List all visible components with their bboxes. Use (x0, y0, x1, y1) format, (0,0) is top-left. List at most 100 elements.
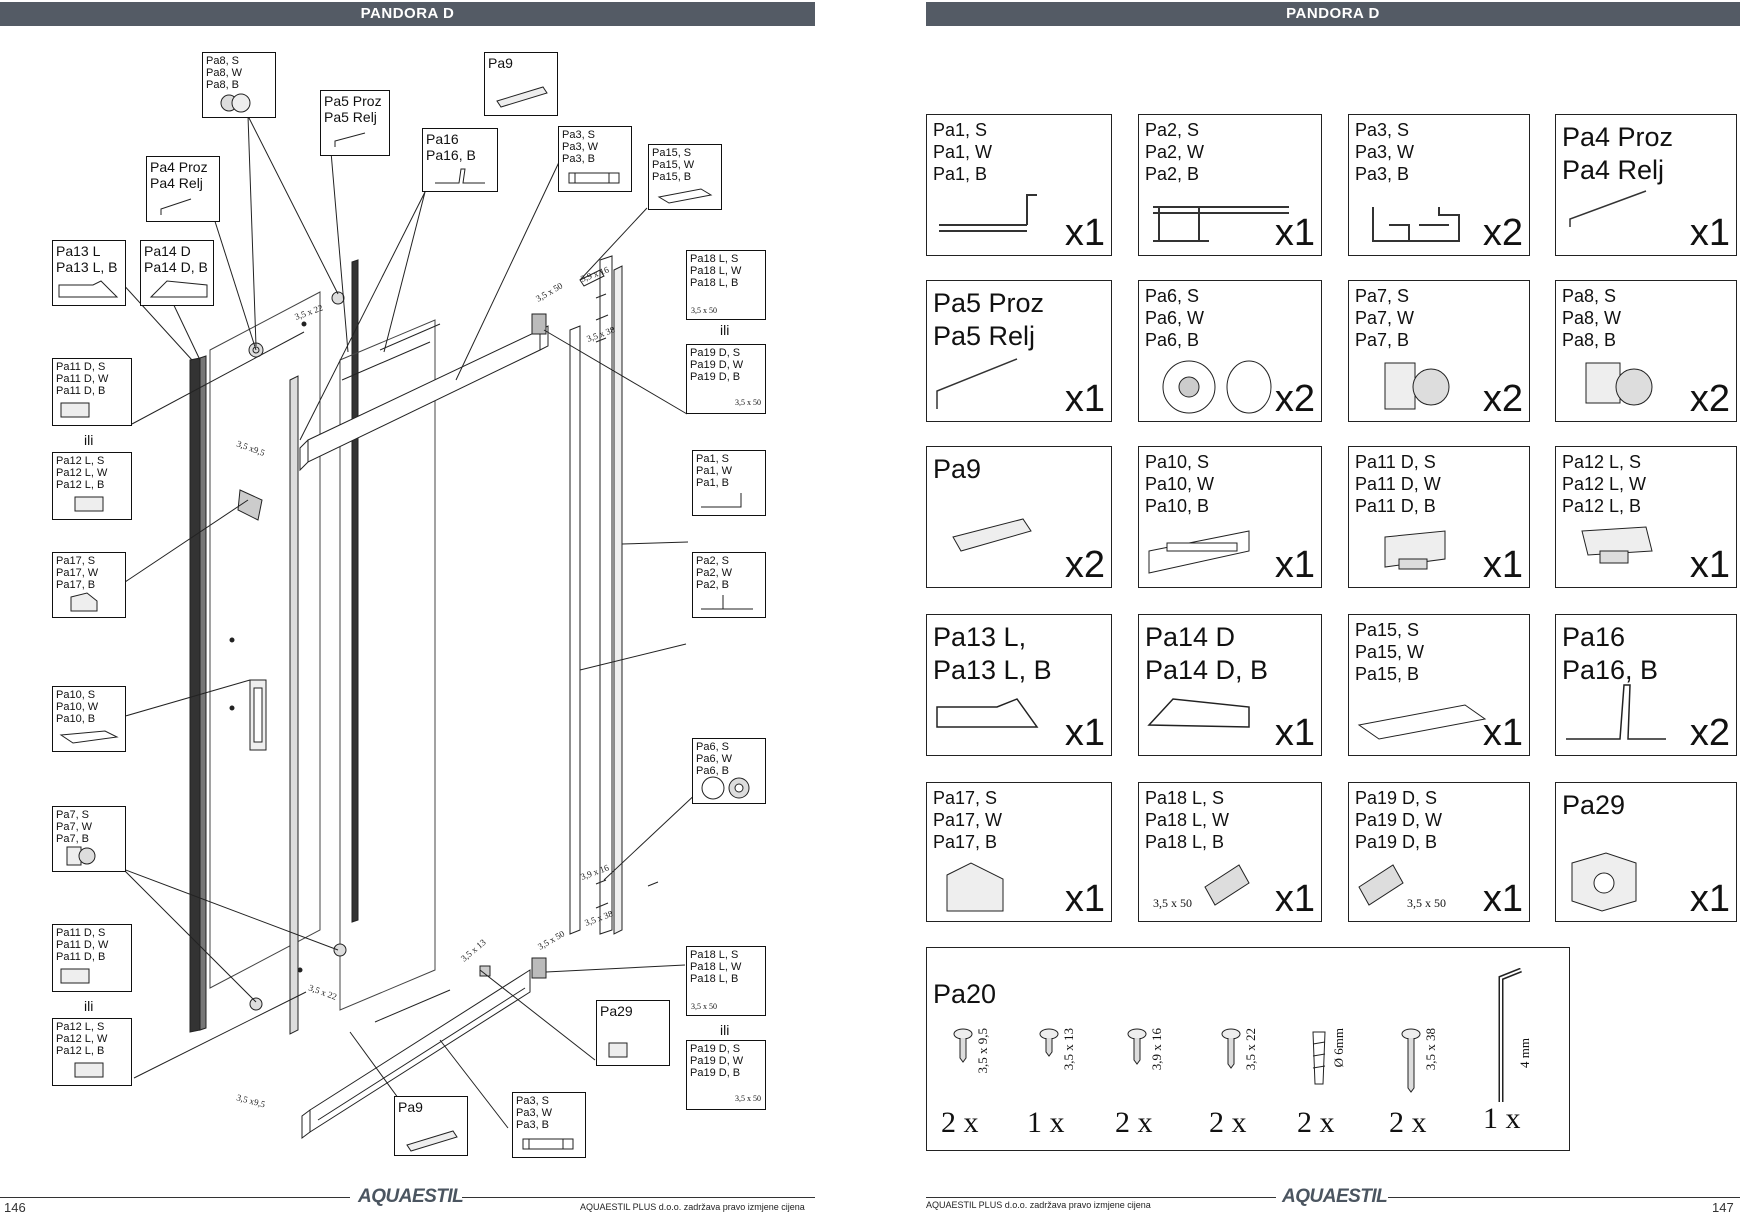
part-illustration (1569, 190, 1647, 227)
part-label: Pa16 Pa16, B (1562, 622, 1659, 685)
part-label: Pa7, S Pa7, W Pa7, B (1355, 286, 1415, 350)
part-dim-label: 3,5 x 50 (1407, 896, 1446, 910)
part-quantity: x1 (1064, 712, 1105, 754)
screw-icon (1221, 1028, 1241, 1069)
part-illustration (1585, 362, 1653, 406)
label-pa2: Pa2, S Pa2, W Pa2, B (692, 552, 766, 618)
part-label: Pa12 L, S Pa12 L, W Pa12 L, B (1562, 452, 1647, 516)
part-label: Pa5 Proz Pa5 Relj (933, 288, 1045, 351)
ili-text: ili (84, 998, 94, 1014)
footer-rule (462, 1197, 815, 1198)
label-pa4: Pa4 Proz Pa4 Relj (146, 156, 220, 222)
label-pa19-bottom: Pa19 D, S Pa19 D, W Pa19 D, B 3,5 x 50 (686, 1040, 766, 1110)
screw-size-label: 3,5 x 22 (1243, 1028, 1258, 1071)
part-label: Pa4 Proz Pa4 Relj (1562, 122, 1674, 185)
part-label: Pa9 (933, 454, 982, 484)
part-quantity: x1 (1064, 378, 1105, 420)
label-pa8: Pa8, S Pa8, W Pa8, B (202, 52, 276, 118)
page-number: 147 (1712, 1200, 1734, 1215)
exploded-assembly-diagram: 3,5 x 22 3,5 x 50 3,9 x 16 3,5 x 38 3,5 … (109, 115, 701, 1139)
pa20-title: Pa20 (933, 979, 997, 1009)
label-pa11-top: Pa11 D, S Pa11 D, W Pa11 D, B (52, 358, 132, 426)
part-illustration (1148, 530, 1250, 574)
part-label: Pa1, S Pa1, W Pa1, B (933, 120, 993, 184)
part-illustration (936, 358, 1018, 409)
part-illustration (1384, 362, 1450, 410)
label-pa18-bottom: Pa18 L, S Pa18 L, W Pa18 L, B 3,5 x 50 (686, 946, 766, 1016)
part-illustration (939, 194, 1037, 232)
part-card: Pa19 D, S Pa19 D, W Pa19 D, B 3,5 x 50 x1 (1348, 782, 1530, 922)
label-pa9-bottom: Pa9 (394, 1096, 468, 1156)
part-illustration (1358, 864, 1404, 906)
part-quantity: x1 (1064, 212, 1105, 254)
dim-label: 3,5 x9,5 (235, 1092, 266, 1109)
part-illustration (952, 518, 1032, 552)
label-pa11-bottom: Pa11 D, S Pa11 D, W Pa11 D, B (52, 924, 132, 992)
part-label: Pa14 D Pa14 D, B (1145, 622, 1269, 685)
screw-count: 1 x (1027, 1106, 1065, 1139)
part-label: Pa18 L, S Pa18 L, W Pa18 L, B (1145, 788, 1230, 852)
part-card: Pa16 Pa16, B x2 (1555, 614, 1737, 756)
label-pa15: Pa15, S Pa15, W Pa15, B (648, 144, 722, 210)
aquaestil-logo: AQUAESTIL (358, 1186, 464, 1207)
right-page-header: PANDORA D (926, 2, 1740, 26)
dim-label: 3,5 x 50 (691, 306, 717, 315)
label-pa9-top: Pa9 (484, 52, 558, 116)
part-label: Pa10, S Pa10, W Pa10, B (1145, 452, 1215, 516)
screw-icon (953, 1028, 973, 1063)
part-illustration (1384, 530, 1446, 570)
screw-icon (1312, 1031, 1326, 1085)
dim-label: 3,5 x 13 (459, 937, 488, 964)
screw-count: 2 x (1209, 1106, 1247, 1139)
part-quantity: x2 (1689, 712, 1730, 754)
screw-size-label: Ø 6mm (1331, 1028, 1346, 1068)
part-quantity: x1 (1274, 878, 1315, 920)
dim-label: 3,5 x 50 (735, 398, 761, 407)
label-pa14: Pa14 D Pa14 D, B (140, 240, 214, 306)
part-illustration (1153, 206, 1289, 242)
part-label: Pa3, S Pa3, W Pa3, B (1355, 120, 1415, 184)
screw-count: 1 x (1483, 1102, 1521, 1135)
part-card: Pa1, S Pa1, W Pa1, B x1 (926, 114, 1112, 256)
part-quantity: x2 (1482, 378, 1523, 420)
footer-text: AQUAESTIL PLUS d.o.o. zadržava pravo izm… (926, 1200, 1151, 1210)
part-quantity: x2 (1064, 544, 1105, 586)
part-illustration (936, 698, 1039, 728)
part-quantity: x1 (1064, 878, 1105, 920)
part-illustration (1372, 207, 1460, 242)
screw-size-label: 3,5 x 38 (1423, 1028, 1438, 1071)
dim-label: 3,5 x 50 (691, 1002, 717, 1011)
part-quantity: x1 (1274, 212, 1315, 254)
screw-size-label: 3,5 x 9,5 (975, 1028, 990, 1074)
part-card: Pa5 Proz Pa5 Relj x1 (926, 280, 1112, 422)
part-quantity: x2 (1482, 212, 1523, 254)
part-quantity: x2 (1689, 378, 1730, 420)
part-illustration (1162, 360, 1272, 414)
part-label: Pa15, S Pa15, W Pa15, B (1355, 620, 1425, 684)
part-label: Pa19 D, S Pa19 D, W Pa19 D, B (1355, 788, 1443, 852)
footer-rule (926, 1197, 1276, 1198)
screw-icon (1039, 1028, 1059, 1057)
part-label: Pa11 D, S Pa11 D, W Pa11 D, B (1355, 452, 1441, 516)
dim-label: 3,5 x 50 (735, 1094, 761, 1103)
part-label: Pa29 (1562, 790, 1626, 820)
label-pa5: Pa5 Proz Pa5 Relj (320, 90, 390, 156)
screw-size-label: 3,9 x 16 (1149, 1028, 1164, 1071)
part-card: Pa7, S Pa7, W Pa7, B x2 (1348, 280, 1530, 422)
part-card: Pa3, S Pa3, W Pa3, B x2 (1348, 114, 1530, 256)
part-quantity: x1 (1482, 878, 1523, 920)
label-pa3-bottom: Pa3, S Pa3, W Pa3, B (512, 1092, 586, 1158)
